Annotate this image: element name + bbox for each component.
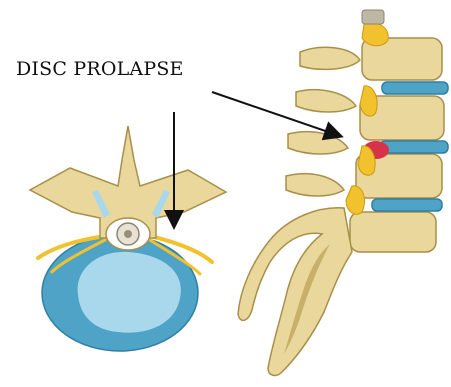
- lateral-nerve-root-4: [346, 186, 364, 215]
- axial-vertebra-view: [30, 126, 226, 351]
- axial-cord-center: [124, 230, 132, 238]
- lateral-disc-3: [372, 199, 442, 211]
- lateral-top-cap: [362, 10, 384, 24]
- lateral-spine-view: [238, 10, 448, 375]
- lateral-process-top: [300, 47, 360, 69]
- lateral-sacrum: [238, 208, 352, 376]
- lateral-disc-1: [382, 82, 448, 94]
- lateral-nerve-root-1: [362, 23, 388, 46]
- lateral-vertebra-4: [350, 212, 436, 252]
- lateral-nerve-root-2: [360, 86, 377, 116]
- lateral-process-4: [286, 174, 344, 196]
- lateral-process-2: [296, 90, 356, 112]
- lateral-disc-2: [380, 141, 448, 153]
- axial-disc-nucleus: [78, 252, 181, 333]
- disc-prolapse-label: DISC PROLAPSE: [16, 58, 184, 80]
